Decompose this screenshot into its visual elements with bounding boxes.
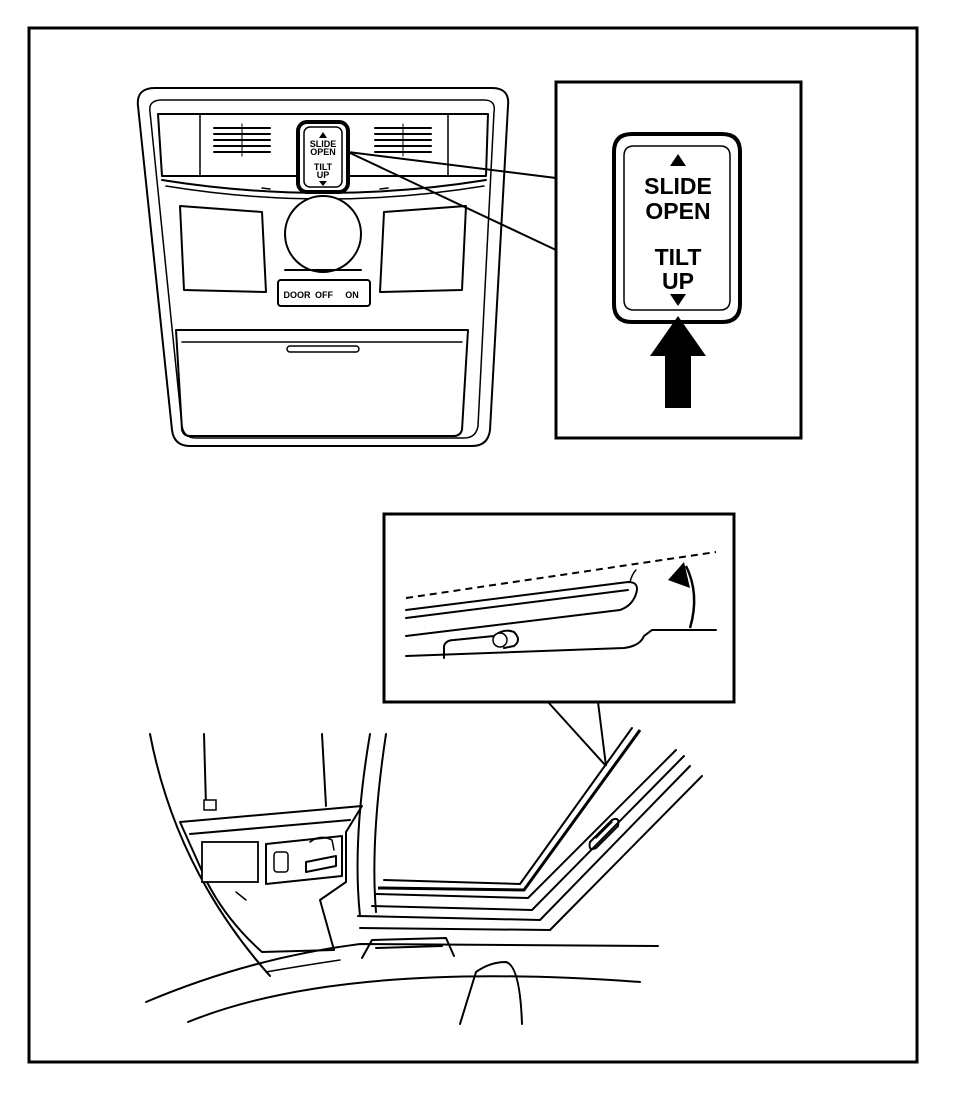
rear-console-knob [309, 836, 335, 851]
tilt-angle-arrow-icon [668, 562, 690, 588]
rear-console-top-edge [189, 819, 351, 835]
switch-callout: SLIDE OPEN TILT UP [554, 80, 803, 440]
mechanism-pivot [492, 632, 508, 648]
console-strip-curve [161, 179, 487, 194]
tilt-detail-callout [382, 512, 736, 704]
callout-tilt-label: TILT [655, 244, 702, 270]
overhead-console: SLIDE OPEN TILT UP DOOR OFF ON [136, 87, 510, 447]
headliner-front-curve [187, 975, 641, 1023]
switch-small-tilt: TILT [314, 162, 333, 172]
sunroof-handle-grip [595, 821, 613, 839]
tilt-angle-arc [684, 565, 696, 629]
callout-open-label: OPEN [645, 198, 710, 224]
headliner-line-b [321, 733, 327, 807]
press-arrow-icon [650, 316, 706, 408]
sunroof-switch-small[interactable]: SLIDE OPEN TILT UP [296, 120, 350, 194]
rear-console-button[interactable] [273, 851, 289, 873]
switch-small-up: UP [317, 170, 330, 180]
tilt-up-triangle-icon [670, 294, 686, 306]
headliner-front-edge [145, 943, 659, 1003]
slide-open-arrow-icon [319, 132, 327, 138]
sunroof-glass-edge-inner [383, 727, 633, 885]
leader-line-top [347, 151, 557, 179]
map-lamp-left [179, 205, 267, 293]
rear-console-detail [235, 891, 247, 901]
switch-small-open: OPEN [310, 147, 336, 157]
vent-grille-right [374, 123, 432, 157]
roof-interior-view [145, 727, 703, 1025]
sunroof-glass-edge [377, 729, 642, 892]
map-lamp-right [379, 205, 467, 293]
map-light-switch[interactable]: DOOR OFF ON [277, 279, 371, 307]
tilt-leader-right [597, 701, 607, 767]
switch-small-slide: SLIDE [310, 139, 337, 149]
sunroof-opening-left-edge-outer [356, 733, 371, 917]
console-storage-bin [175, 329, 469, 437]
sunroof-trim [359, 775, 703, 931]
map-light-on: ON [345, 290, 359, 300]
sunroof-frame-outer [357, 765, 691, 921]
tilt-leader-left [547, 701, 607, 767]
console-inner-housing [149, 99, 496, 439]
headliner-seam [265, 959, 341, 973]
tilt-up-arrow-icon [319, 181, 327, 186]
tilted-glass-dashed-line [405, 551, 717, 599]
sunroof-handle[interactable] [588, 817, 620, 851]
slide-open-triangle-icon [670, 154, 686, 166]
rear-console-slot [305, 855, 337, 873]
callout-slide-label: SLIDE [644, 173, 712, 199]
sunroof-opening-left-edge [373, 733, 387, 913]
tilt-mechanism [443, 629, 519, 659]
sunroof-frame-inner [375, 749, 677, 899]
sunroof-switch-large[interactable]: SLIDE OPEN TILT UP [612, 132, 742, 324]
map-light-door: DOOR [284, 290, 312, 300]
rear-console-lamp [201, 841, 259, 883]
headliner-line-a [203, 733, 207, 807]
map-light-off: OFF [315, 290, 333, 300]
glass-panel-edge [405, 589, 629, 619]
sunroof-seal [371, 755, 685, 911]
console-strip-dots [261, 187, 389, 190]
callout-up-label: UP [662, 268, 694, 294]
glass-panel [405, 581, 638, 637]
headliner-clip [203, 799, 217, 811]
vent-grille-left [213, 123, 271, 157]
rear-console-housing [179, 805, 363, 953]
roof-line [405, 629, 717, 657]
glass-tip [629, 569, 637, 583]
console-outer-housing [136, 87, 510, 447]
grab-handle[interactable] [361, 937, 455, 959]
headliner-left-curve [149, 733, 271, 977]
console-top-strip [157, 113, 489, 177]
headliner-center-pillar [459, 961, 523, 1025]
dome-lamp [284, 195, 362, 273]
leader-line-bottom [347, 151, 557, 251]
storage-bin-handle[interactable] [286, 345, 360, 353]
